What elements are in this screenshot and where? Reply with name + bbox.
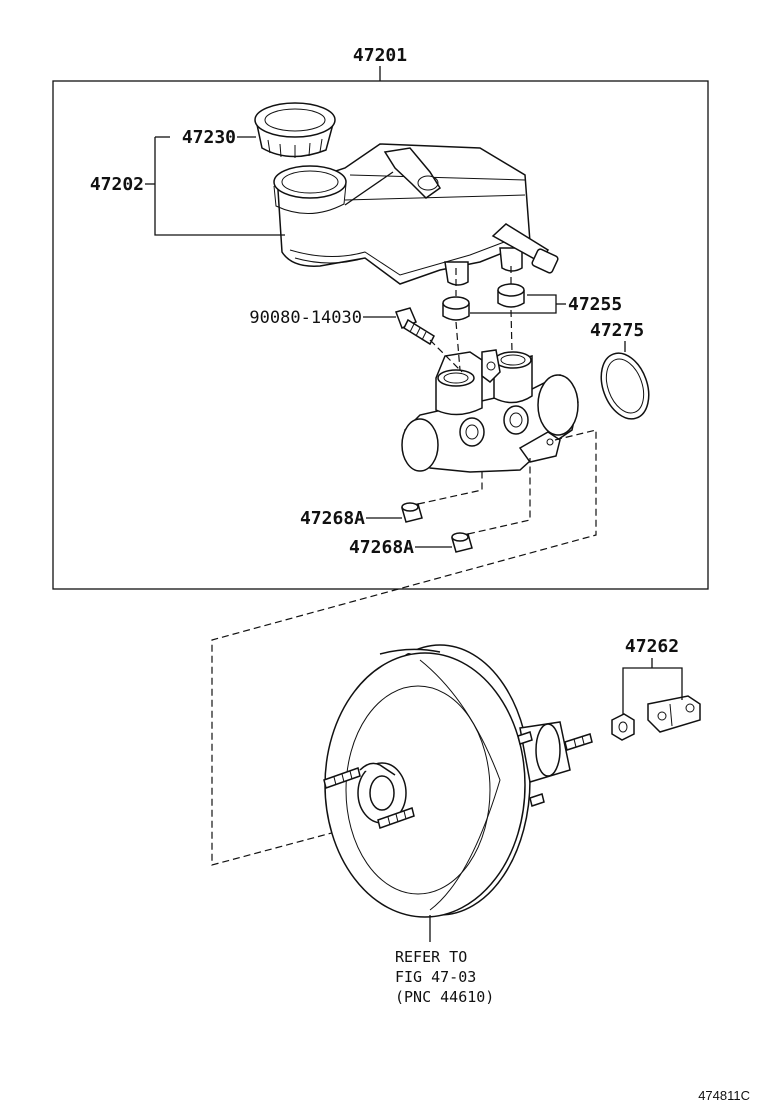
label-47230: 47230: [182, 127, 236, 148]
label-47262: 47262: [625, 636, 679, 657]
clevis-and-nut-part: [611, 695, 701, 741]
o-ring-part: [600, 352, 650, 420]
clevis-leader: [622, 658, 683, 714]
illustration-code: 474811C: [698, 1088, 750, 1103]
plug-parts: [401, 502, 473, 553]
label-47201: 47201: [353, 45, 407, 66]
brake-booster-drawing: [323, 644, 593, 918]
refer-note-line2: FIG 47-03: [395, 968, 476, 986]
pin-bolt-part: [395, 307, 435, 346]
grommet-parts: [442, 283, 525, 321]
label-47255: 47255: [568, 294, 622, 315]
refer-note-line1: REFER TO: [395, 948, 467, 966]
refer-note-line3: (PNC 44610): [395, 988, 494, 1006]
upper-leader-lines: [145, 136, 626, 548]
reservoir-tank-drawing: [273, 143, 559, 286]
label-47268a-upper: 47268A: [300, 508, 365, 529]
label-90080-14030: 90080-14030: [249, 308, 362, 328]
reservoir-cap-drawing: [254, 102, 336, 158]
label-47275: 47275: [590, 320, 644, 341]
dashed-alignment-lines: [211, 266, 597, 866]
label-47202: 47202: [90, 174, 144, 195]
master-cylinder-drawing: [401, 349, 579, 473]
label-47268a-lower: 47268A: [349, 537, 414, 558]
